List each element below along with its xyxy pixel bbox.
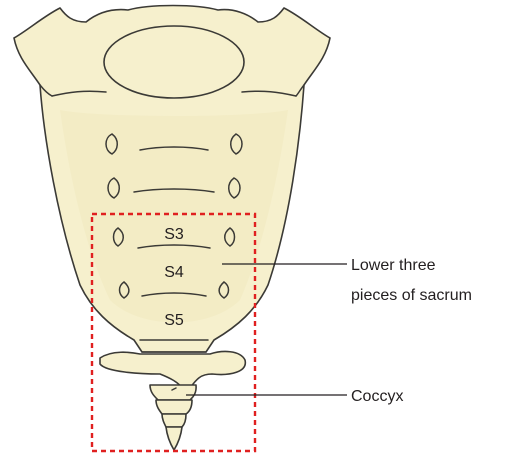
label-s3: S3: [164, 226, 184, 243]
callout-coccyx: Coccyx: [351, 388, 403, 405]
callout-lower-three-line2: pieces of sacrum: [351, 287, 472, 304]
callout-lower-three-line1: Lower three: [351, 257, 436, 274]
label-s4: S4: [164, 264, 184, 281]
sacrum-bone: [14, 6, 330, 353]
label-s5: S5: [164, 312, 184, 329]
coccyx-bone: [100, 352, 245, 450]
